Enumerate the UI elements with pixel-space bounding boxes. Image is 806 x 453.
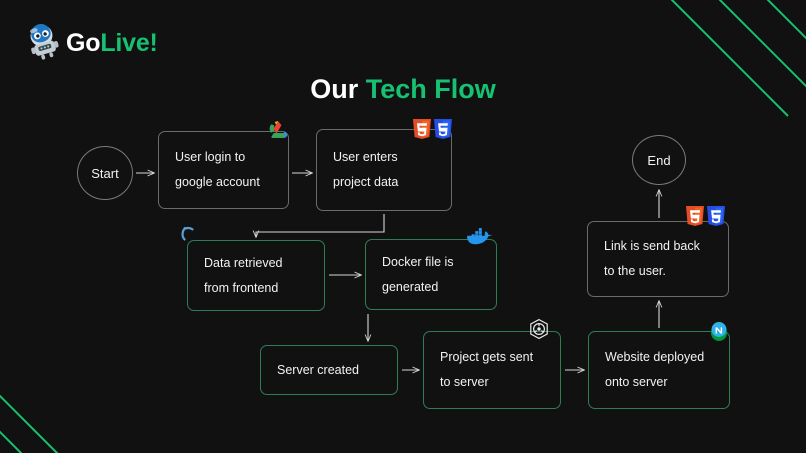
brand-name-part2: Live! — [100, 29, 158, 57]
node-project-sent-line2: to server — [440, 375, 489, 389]
node-user-enters-data-line2: project data — [333, 175, 399, 189]
node-data-retrieved[interactable]: Data retrieved from frontend — [187, 240, 325, 311]
page-title-part2: Tech Flow — [365, 74, 496, 104]
node-docker-file[interactable]: Docker file is generated — [365, 239, 497, 310]
node-user-enters-data[interactable]: User enters project data — [316, 129, 452, 211]
brand-name-part1: Go — [66, 29, 101, 57]
node-user-enters-data-line1: User enters — [333, 150, 398, 164]
brand-name: GoLive! — [66, 31, 158, 56]
node-website-deployed[interactable]: Website deployed onto server — [588, 331, 730, 409]
node-data-retrieved-line1: Data retrieved — [204, 255, 283, 270]
brand-logo: GoLive! — [26, 22, 158, 65]
node-user-login[interactable]: User login to google account — [158, 131, 289, 209]
node-docker-file-line1: Docker file is — [382, 254, 454, 269]
node-user-login-line1: User login to — [175, 150, 246, 164]
node-link-sent-back-line1: Link is send back — [604, 239, 700, 253]
node-data-retrieved-line2: from frontend — [204, 280, 279, 295]
page-title-part1: Our — [310, 74, 359, 104]
node-website-deployed-line1: Website deployed — [605, 350, 705, 364]
node-server-created-line1: Server created — [277, 362, 359, 377]
node-start[interactable]: Start — [77, 146, 133, 200]
node-user-login-line2: google account — [175, 175, 260, 189]
robot-astronaut-icon — [26, 22, 60, 65]
node-website-deployed-line2: onto server — [605, 375, 668, 389]
node-project-sent[interactable]: Project gets sent to server — [423, 331, 561, 409]
node-link-sent-back[interactable]: Link is send back to the user. — [587, 221, 729, 297]
edge-enters-to-retrieved — [256, 214, 385, 237]
node-project-sent-line1: Project gets sent — [440, 350, 534, 364]
node-server-created[interactable]: Server created — [260, 345, 398, 395]
node-end[interactable]: End — [632, 135, 686, 185]
node-end-label: End — [647, 152, 671, 168]
page-title: Our Tech Flow — [0, 76, 806, 103]
node-start-label: Start — [91, 165, 119, 181]
node-docker-file-line2: generated — [382, 279, 439, 294]
node-link-sent-back-line2: to the user. — [604, 264, 666, 278]
